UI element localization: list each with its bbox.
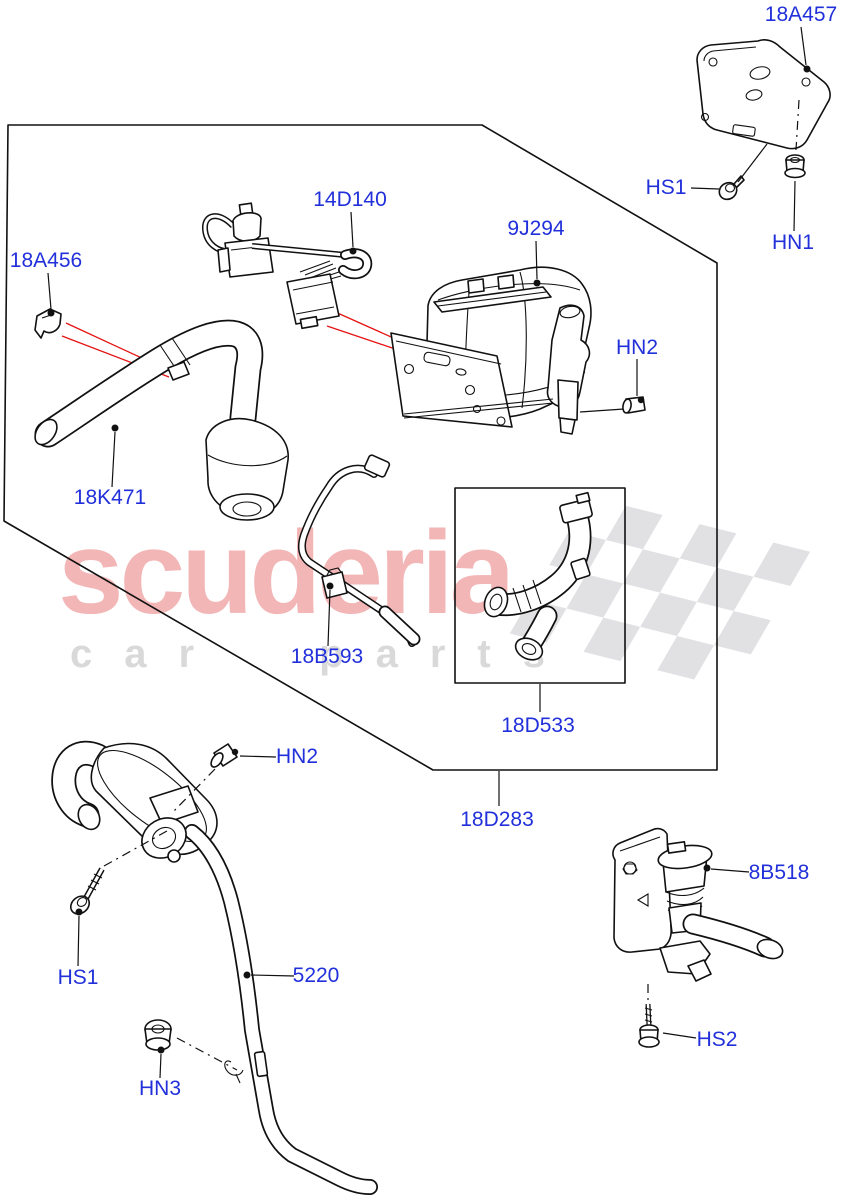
part-label-18b593[interactable]: 18B593: [290, 645, 364, 668]
hose-18k471-drawing: [34, 319, 289, 521]
part-label-8b518[interactable]: 8B518: [748, 861, 810, 884]
harness-14d140-drawing: [202, 202, 373, 330]
part-label-18k471[interactable]: 18K471: [73, 486, 147, 509]
part-label-hn1[interactable]: HN1: [771, 231, 815, 254]
bracket-18a457-drawing: [696, 39, 831, 150]
watermark-tagline-text: car parts: [70, 632, 577, 676]
part-label-hn3[interactable]: HN3: [138, 1077, 182, 1100]
valve-8b518-drawing: [612, 827, 784, 982]
part-label-hn2-bottom[interactable]: HN2: [275, 745, 319, 768]
part-label-18a457[interactable]: 18A457: [764, 3, 838, 26]
pipe-18b593-drawing: [297, 454, 421, 647]
nut-hn3-drawing: [144, 1019, 238, 1071]
part-label-18d283[interactable]: 18D283: [460, 808, 534, 831]
part-label-hs1-top[interactable]: HS1: [645, 176, 687, 199]
screw-hs1-top-drawing: [718, 143, 768, 201]
part-label-18d533[interactable]: 18D533: [501, 714, 575, 737]
kit-boundary-outline: [3, 124, 718, 771]
screw-hs2-drawing: [638, 980, 660, 1048]
part-label-hn2-right[interactable]: HN2: [615, 336, 659, 359]
part-label-9j294[interactable]: 9J294: [507, 217, 565, 240]
leader-lines: [47, 26, 811, 1079]
part-label-5220[interactable]: 5220: [292, 964, 340, 987]
watermark-brand-text: scuderia: [58, 507, 515, 639]
nut-hn1-drawing: [784, 99, 806, 179]
part-label-14d140[interactable]: 14D140: [313, 188, 387, 211]
clip-18a456-drawing: [34, 308, 62, 339]
part-label-hs1-bottom[interactable]: HS1: [57, 966, 99, 989]
nut-hn2-bottom-drawing: [171, 743, 239, 814]
hose-18d533-box: [454, 487, 626, 684]
heater-unit-9j294-drawing: [390, 266, 592, 435]
part-label-18a456[interactable]: 18A456: [9, 249, 83, 272]
nut-hn2-right-drawing: [579, 396, 646, 414]
screw-hs1-bottom-drawing: [69, 830, 168, 915]
part-label-hs2[interactable]: HS2: [696, 1028, 738, 1051]
exhaust-pipe-5220-drawing: [51, 740, 378, 1195]
hose-18d533-drawing: [483, 491, 593, 661]
